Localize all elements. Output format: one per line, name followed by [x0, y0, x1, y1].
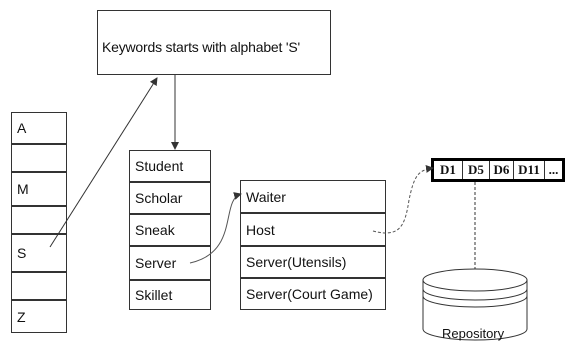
word-cell-sneak: Sneak [129, 214, 211, 246]
word-cell-student: Student [129, 150, 211, 182]
doc-cell-d5: D5 [468, 162, 484, 177]
index-cell-s: S [11, 234, 67, 272]
meaning-cell-waiter: Waiter [240, 180, 386, 213]
doc-separator [513, 161, 514, 179]
doc-cell-d6: D6 [493, 162, 510, 177]
arrow-server-to-waiter [189, 192, 242, 264]
repository-icon [422, 268, 528, 341]
doc-cell-d1: D1 [440, 162, 456, 177]
index-cell-a: A [11, 112, 67, 144]
index-cell-z: Z [11, 300, 67, 333]
word-cell-skillet: Skillet [129, 280, 211, 310]
index-cell-m: M [11, 172, 67, 206]
doc-cell-ellipsis: ... [548, 162, 559, 177]
repository-label: Repository [442, 326, 505, 341]
arrow-s-to-keyword [49, 77, 158, 248]
keyword-box: Keywords starts with alphabet 'S' [97, 10, 331, 75]
meaning-cell-server-court-game: Server(Court Game) [240, 278, 386, 310]
doc-separator [462, 161, 463, 179]
index-cell-blank-2 [11, 206, 67, 234]
doc-list-inner [434, 161, 562, 179]
word-cell-scholar: Scholar [129, 182, 211, 214]
doc-separator [489, 161, 490, 179]
meaning-cell-server-utensils: Server(Utensils) [240, 246, 386, 278]
doc-separator [544, 161, 545, 179]
arrow-host-to-docs [372, 164, 434, 234]
doc-cell-d11: D11 [518, 162, 540, 177]
meaning-cell-host: Host [240, 213, 386, 246]
index-cell-blank-1 [11, 144, 67, 172]
index-cell-blank-3 [11, 272, 67, 300]
word-cell-server: Server [129, 246, 211, 280]
keyword-box-text: Keywords starts with alphabet 'S' [102, 39, 300, 55]
